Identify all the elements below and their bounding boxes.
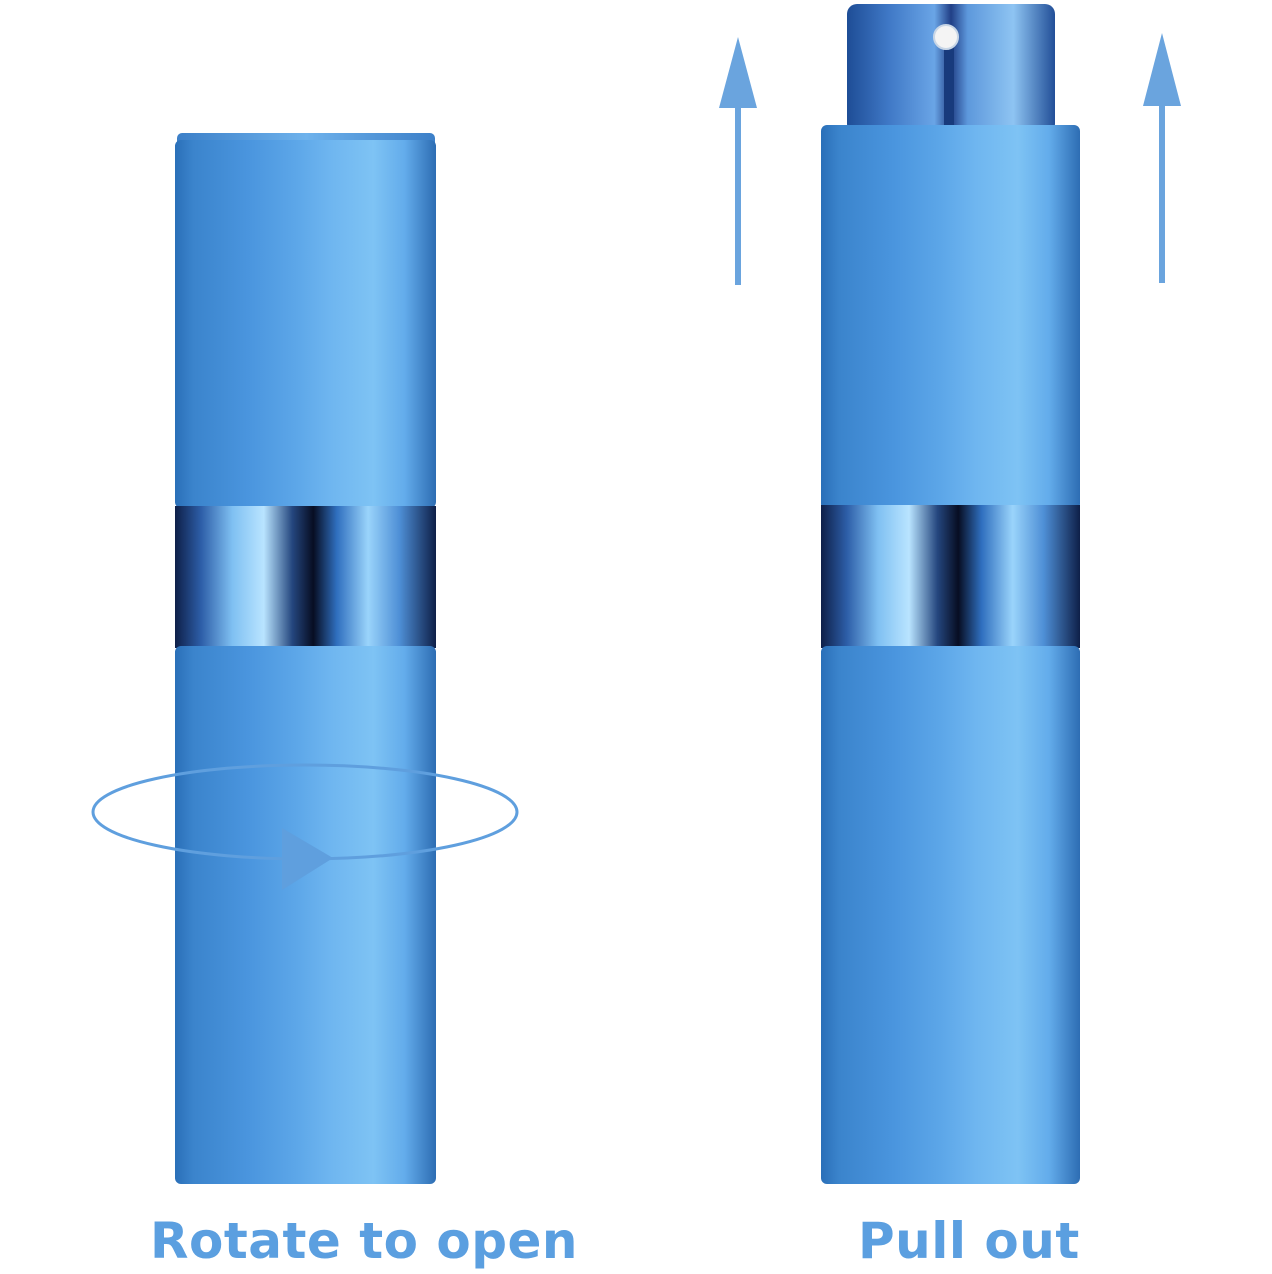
up-arrow-icon: [719, 37, 757, 285]
spray-nozzle: [933, 24, 959, 50]
caption-rotate-to-open: Rotate to open: [150, 1212, 579, 1270]
open-atomizer-bottle: [821, 4, 1080, 1184]
spray-head-slot: [944, 46, 954, 132]
up-arrow-icon: [1143, 33, 1181, 283]
closed-atomizer-bottle: [175, 133, 436, 1184]
bottle-lower-body: [175, 646, 436, 1184]
bottle-chrome-ring: [821, 505, 1080, 648]
caption-pull-out: Pull out: [858, 1212, 1080, 1270]
bottle-upper-body: [175, 140, 436, 508]
bottle-upper-body: [821, 125, 1080, 510]
rotate-arrow-icon: [91, 763, 519, 890]
bottle-lower-body: [821, 646, 1080, 1184]
bottle-chrome-ring: [175, 506, 436, 648]
